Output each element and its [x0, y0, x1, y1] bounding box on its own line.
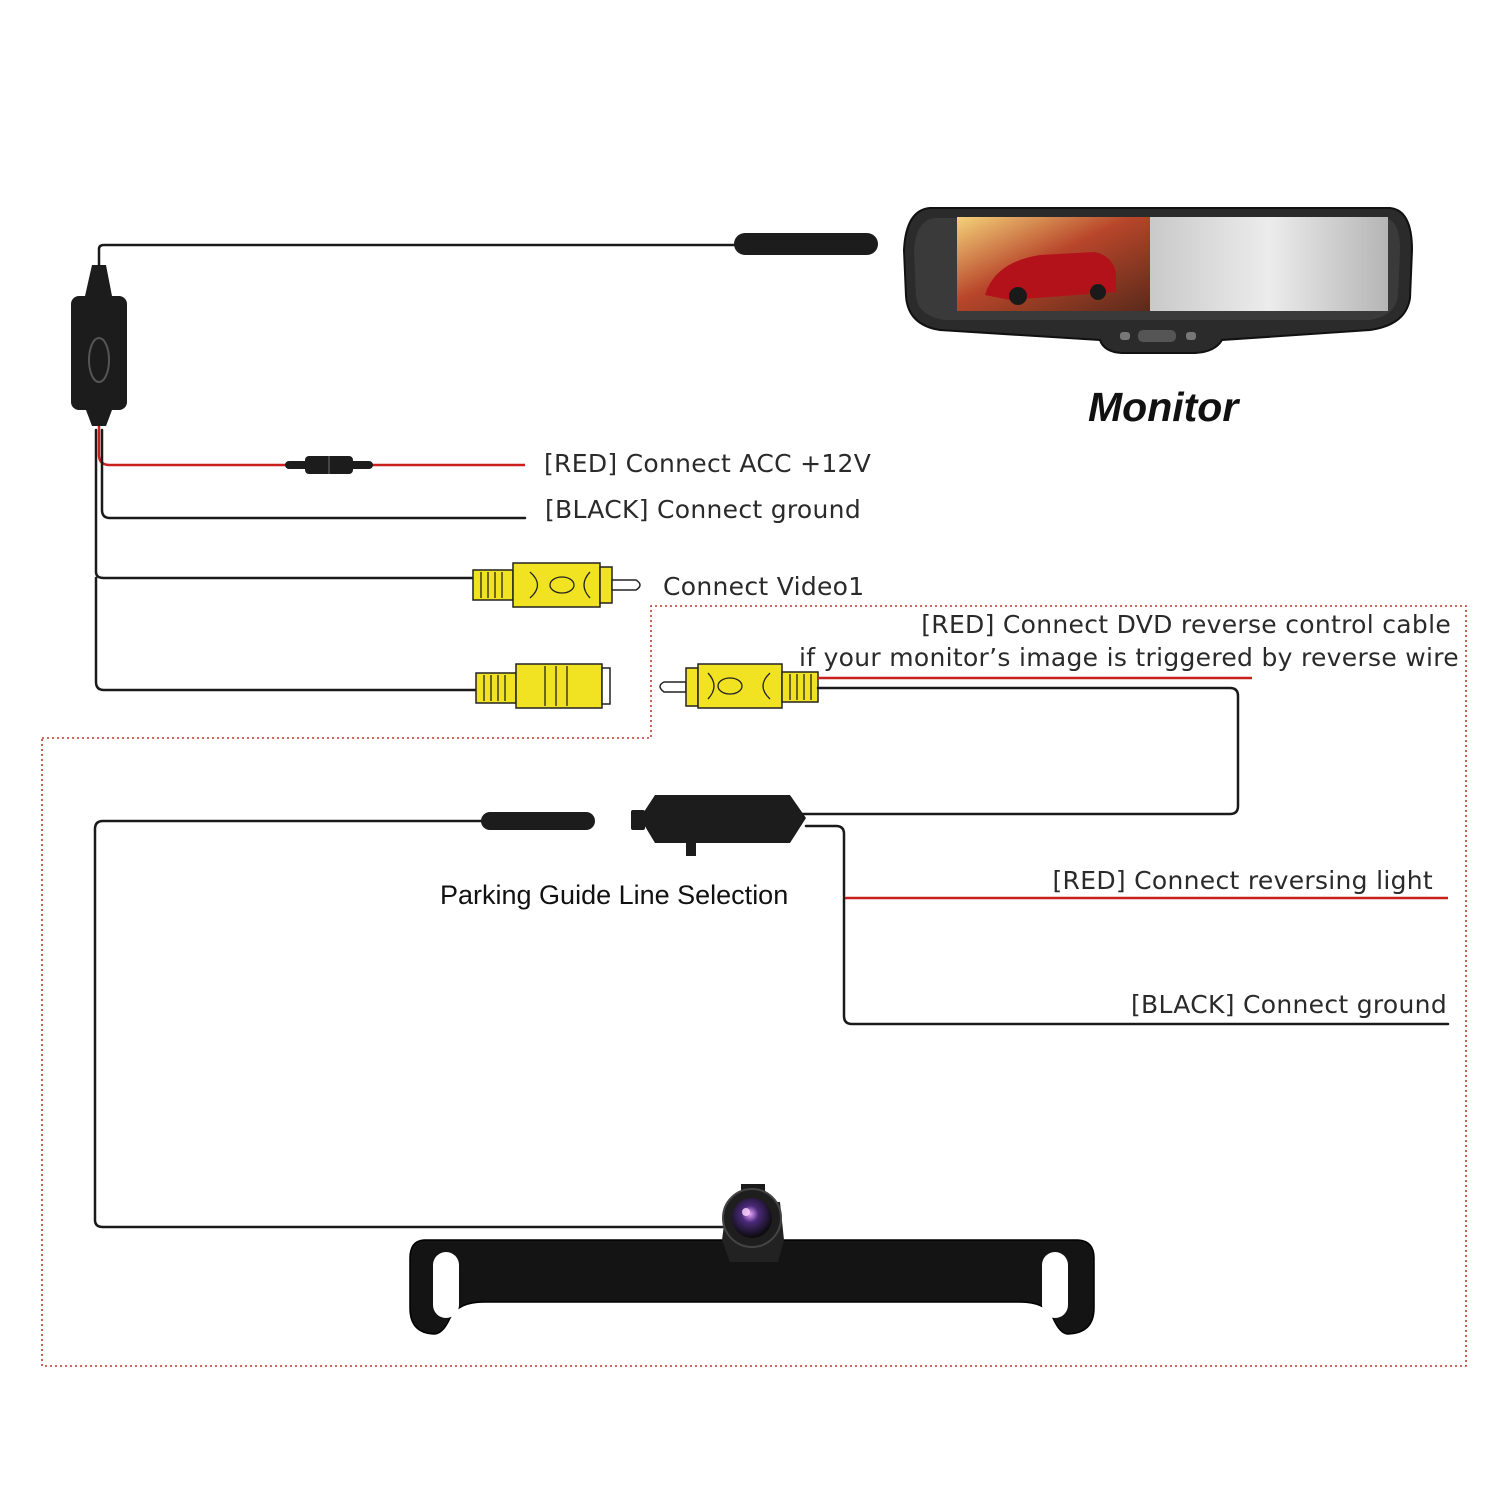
rca-video1-connector: [472, 562, 641, 608]
video-input-wire: [94, 576, 480, 692]
camera-section-dashed-border: [41, 605, 1467, 1367]
rca-camera-connector: [659, 663, 819, 709]
power-module: [71, 265, 127, 426]
label-red-acc: [RED] Connect ACC +12V: [544, 449, 871, 478]
label-parking-guide-selection: Parking Guide Line Selection: [440, 880, 788, 910]
reversing-red-wire: [804, 824, 846, 898]
rca-female-connector-left: [475, 663, 611, 709]
camera-cable: [93, 812, 742, 1229]
license-plate-camera: [409, 1184, 1095, 1335]
label-black-ground-bottom: [BLACK] Connect ground: [1131, 990, 1447, 1019]
mirror-glass: [1150, 217, 1388, 311]
ground-black-wire-bottom: [842, 896, 1450, 1026]
label-black-ground-top: [BLACK] Connect ground: [545, 495, 861, 524]
video-wire: [94, 428, 477, 580]
label-dvd-reverse-line2: if your monitor’s image is triggered by …: [799, 643, 1459, 672]
label-dvd-reverse-line1: [RED] Connect DVD reverse control cable: [921, 610, 1451, 639]
acc-red-wire: [97, 426, 525, 474]
parking-guide-control-box: [631, 795, 806, 856]
ground-black-wire-top: [100, 428, 527, 520]
monitor-title: Monitor: [1088, 384, 1240, 430]
label-red-reversing-light: [RED] Connect reversing light: [1053, 866, 1434, 895]
monitor-mirror: [902, 207, 1414, 354]
monitor-buttons: [1120, 330, 1196, 342]
label-connect-video1: Connect Video1: [663, 572, 864, 601]
monitor-power-cable: [97, 233, 878, 274]
camera-video-wire: [796, 686, 1240, 816]
